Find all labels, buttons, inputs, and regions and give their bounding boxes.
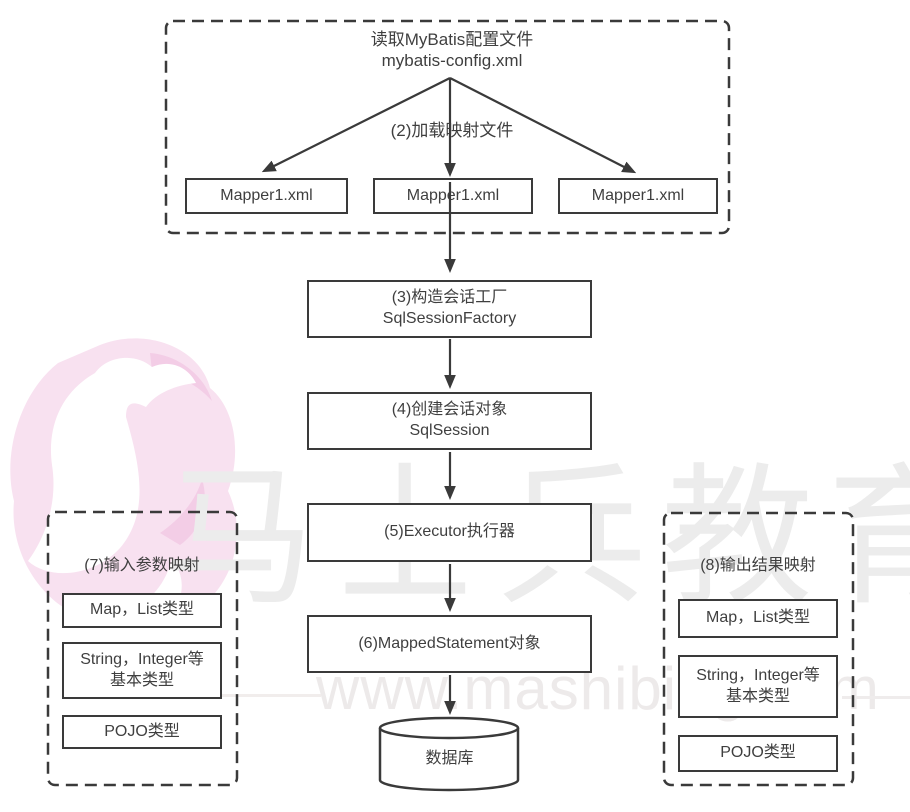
input-panel-title: (7)输入参数映射 xyxy=(84,557,200,574)
mapper-xml-node-3: Mapper1.xml xyxy=(558,178,718,214)
input-type-pojo: POJO类型 xyxy=(62,715,222,749)
mapper-xml-node-1: Mapper1.xml xyxy=(185,178,348,214)
mashibing-logo-icon xyxy=(10,338,237,628)
executor-node: (5)Executor执行器 xyxy=(307,503,592,562)
sqlsession-node: (4)创建会话对象 SqlSession xyxy=(307,392,592,450)
output-type-pojo: POJO类型 xyxy=(678,735,838,772)
mapper-xml-node-2: Mapper1.xml xyxy=(373,178,533,214)
output-type-map-list: Map，List类型 xyxy=(678,599,838,638)
input-type-map-list: Map，List类型 xyxy=(62,593,222,628)
load-mapping-label: (2)加载映射文件 xyxy=(390,121,514,140)
output-type-string-integer: String，Integer等 基本类型 xyxy=(678,655,838,718)
database-label: 数据库 xyxy=(425,750,474,767)
sqlsessionfactory-node: (3)构造会话工厂 SqlSessionFactory xyxy=(307,280,592,338)
output-panel-title: (8)输出结果映射 xyxy=(700,557,816,574)
mapped-statement-node: (6)MappedStatement对象 xyxy=(307,615,592,673)
input-type-string-integer: String，Integer等 基本类型 xyxy=(62,642,222,699)
config-file-title: 读取MyBatis配置文件 mybatis-config.xml xyxy=(370,30,534,70)
watermark-right-rule xyxy=(842,696,910,699)
